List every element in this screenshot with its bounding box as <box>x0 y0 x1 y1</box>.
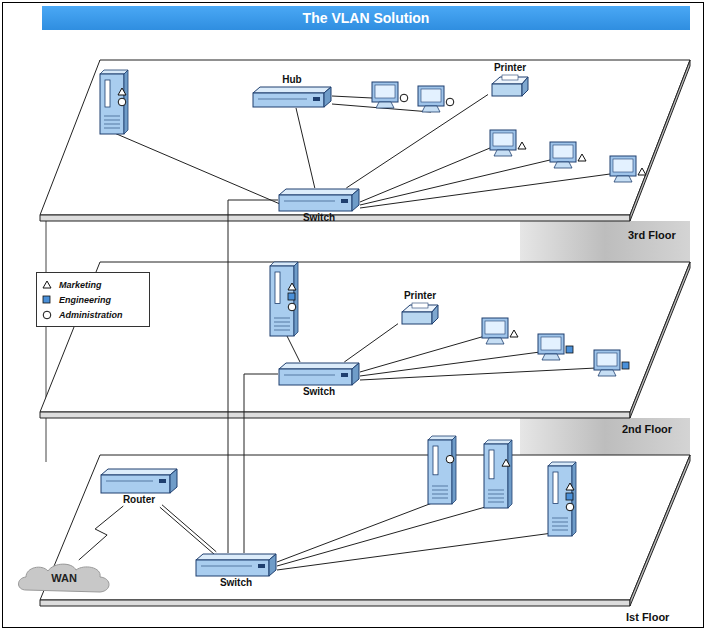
switch-icon <box>278 188 360 212</box>
network-link <box>346 95 488 189</box>
server-tower <box>100 70 128 134</box>
workstation <box>538 334 573 360</box>
legend-box: MarketingEngineeringAdministration <box>36 272 150 327</box>
switch-icon <box>278 362 360 386</box>
printer-icon <box>488 74 532 98</box>
legend-text: Administration <box>59 310 123 320</box>
device-label: Printer <box>404 290 436 302</box>
switch-device: Switch <box>278 188 360 224</box>
router-icon <box>100 468 178 494</box>
device-label: Switch <box>303 212 335 224</box>
legend-row: Marketing <box>41 277 145 292</box>
workstation <box>610 156 646 182</box>
title-text: The VLAN Solution <box>303 10 430 26</box>
network-link <box>160 505 216 554</box>
legend-text: Marketing <box>59 280 102 290</box>
workstation <box>418 86 454 112</box>
network-link <box>228 200 278 553</box>
network-link <box>244 374 278 553</box>
printer-icon <box>398 302 442 326</box>
switch-icon <box>195 553 277 577</box>
printer-device: Printer <box>398 290 442 326</box>
device-label: Hub <box>282 74 301 86</box>
legend-text: Engineering <box>59 295 111 305</box>
wan-cloud: WAN <box>14 560 114 596</box>
floor-label: 3rd Floor <box>628 229 676 241</box>
network-link <box>344 324 398 362</box>
hub-icon <box>252 86 332 108</box>
legend-row: Administration <box>41 307 145 322</box>
network-link <box>296 108 315 188</box>
device-label: Switch <box>303 386 335 398</box>
server-tower <box>548 462 576 536</box>
legend-row: Engineering <box>41 292 145 307</box>
workstation <box>550 142 586 168</box>
server-tower <box>270 262 298 336</box>
server-tower <box>484 440 512 508</box>
device-label: Switch <box>220 577 252 589</box>
switch-device: Switch <box>195 553 277 589</box>
floor-label: 2nd Floor <box>622 423 672 435</box>
printer-device: Printer <box>488 62 532 98</box>
workstation <box>594 350 629 376</box>
legend-symbol <box>41 309 53 321</box>
network-link <box>79 506 124 560</box>
hub-device: Hub <box>252 74 332 108</box>
device-label: WAN <box>51 572 77 584</box>
device-label: Router <box>123 494 155 506</box>
router-device: Router <box>100 468 178 506</box>
workstation <box>490 130 526 156</box>
lan-cables <box>112 96 610 570</box>
floor-label: Ist Floor <box>626 611 669 623</box>
legend-symbol <box>41 279 53 291</box>
legend-symbol <box>41 294 53 306</box>
workstation <box>372 82 408 108</box>
title-bar: The VLAN Solution <box>42 6 690 30</box>
server-tower <box>428 436 456 504</box>
workstation <box>482 318 518 344</box>
switch-device: Switch <box>278 362 360 398</box>
device-label: Printer <box>494 62 526 74</box>
